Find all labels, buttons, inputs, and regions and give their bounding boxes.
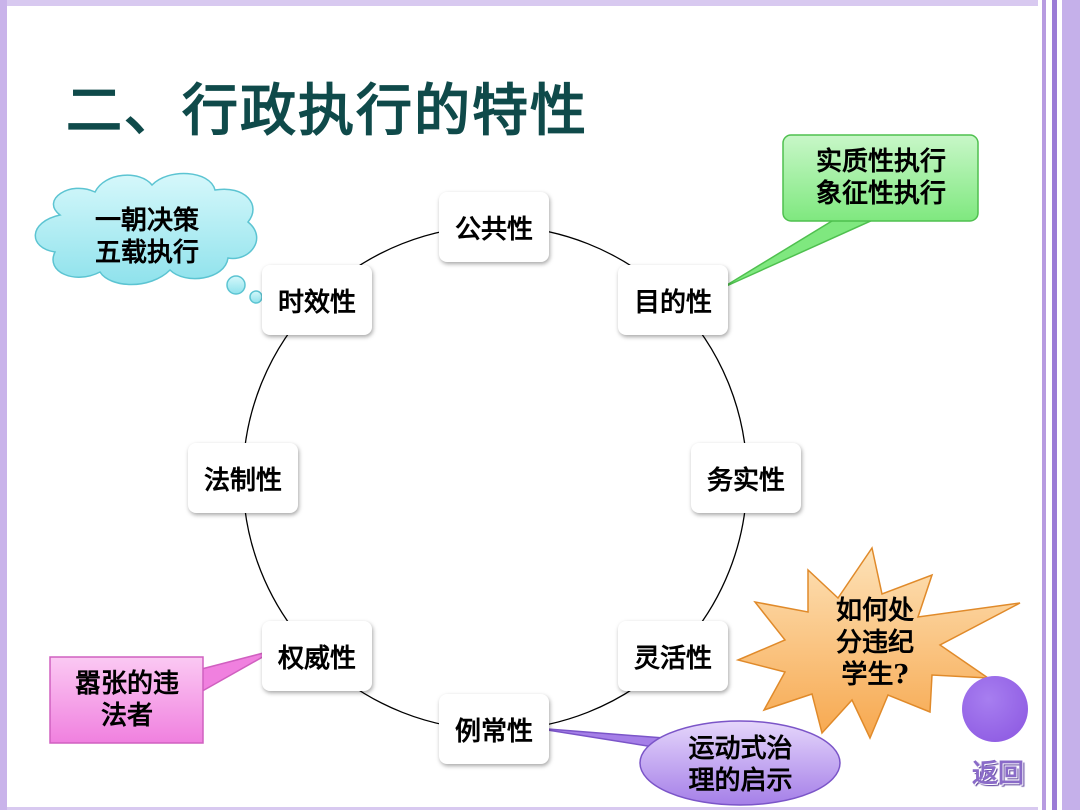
node-label: 务实性 [706,465,785,496]
callout-line: 一朝决策 [94,206,199,236]
node-legal[interactable]: 法制性 [188,443,298,513]
node-public[interactable]: 公共性 [439,192,549,262]
frame-left-border [0,0,7,810]
node-timeliness[interactable]: 时效性 [262,265,372,335]
callout-line: 分违纪 [835,628,914,658]
node-routine[interactable]: 例常性 [439,694,549,764]
star-callout-text: 如何处 分违纪 学生? [815,595,935,691]
nav-circle-button[interactable] [962,676,1028,742]
node-label: 公共性 [454,214,533,245]
green-callout-shape [721,134,979,289]
page-title: 二、行政执行的特性 [66,78,588,144]
node-flexible[interactable]: 灵活性 [618,621,728,691]
node-practical[interactable]: 务实性 [691,443,801,513]
cloud-callout-text: 一朝决策 五载执行 [62,205,232,269]
callout-line: 实质性执行 [815,147,946,177]
return-button[interactable]: 返回 [971,758,1024,789]
frame-right-border [1038,0,1080,810]
frame-bottom-border [7,807,1038,810]
frame-top-border [7,0,1038,6]
callout-line: 嚣张的违 [74,669,179,699]
oval-callout-text: 运动式治 理的启示 [668,733,813,797]
node-label: 权威性 [277,643,356,674]
callout-line: 学生? [841,660,909,690]
star-callout-shape [735,546,1021,740]
magenta-callout-shape [49,649,276,744]
node-label: 时效性 [277,287,356,318]
node-purpose[interactable]: 目的性 [618,265,728,335]
node-label: 灵活性 [633,643,712,674]
green-callout-text: 实质性执行 象征性执行 [786,146,976,210]
node-label: 例常性 [454,716,533,747]
callout-line: 理的启示 [688,766,793,796]
oval-callout-shape [534,720,841,806]
node-label: 目的性 [633,287,712,318]
callout-line: 法者 [100,701,153,731]
magenta-callout-text: 嚣张的违 法者 [52,668,202,732]
node-label: 法制性 [203,465,282,496]
callout-line: 如何处 [835,596,914,626]
node-authority[interactable]: 权威性 [262,621,372,691]
callout-line: 运动式治 [688,734,793,764]
callout-line: 象征性执行 [815,179,946,209]
callout-line: 五载执行 [94,238,199,268]
